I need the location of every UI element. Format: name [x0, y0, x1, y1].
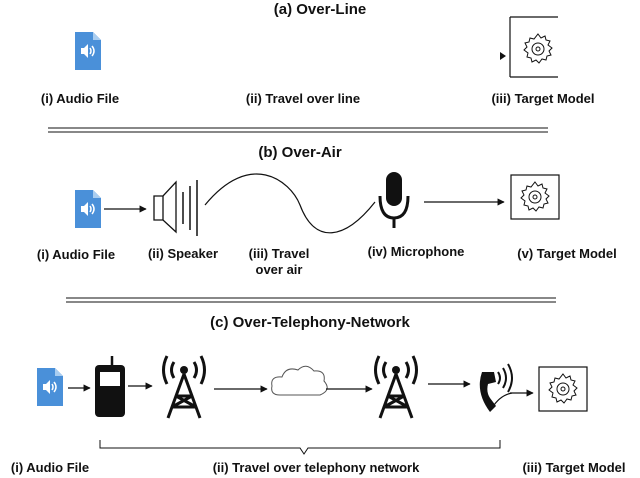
network-brace [99, 440, 501, 455]
label-target-model: (iii) Target Model [491, 91, 594, 106]
label-target-model: (iii) Target Model [522, 460, 625, 475]
panel-a-title: (a) Over-Line [274, 1, 367, 18]
label-over-air: over air [256, 262, 303, 277]
speaker-icon [153, 180, 198, 236]
label-microphone: (iv) Microphone [368, 244, 465, 259]
sound-wave [204, 173, 376, 234]
label-travel: (iii) Travel [249, 246, 310, 261]
label-audio-file: (i) Audio File [41, 91, 119, 106]
label-travel-over-telephony: (ii) Travel over telephony network [213, 460, 420, 475]
gear-icon [509, 16, 558, 78]
antenna-tower-icon [162, 354, 206, 420]
antenna-tower-icon [374, 354, 418, 420]
label-audio-file: (i) Audio File [37, 247, 115, 262]
audio-file-icon [74, 31, 102, 71]
audio-file-icon [36, 367, 64, 407]
panel-b-title: (b) Over-Air [258, 144, 342, 161]
audio-file-icon [74, 189, 102, 229]
microphone-icon [378, 172, 410, 228]
panel-c-title: (c) Over-Telephony-Network [210, 314, 410, 331]
label-audio-file: (i) Audio File [11, 460, 89, 475]
label-target-model: (v) Target Model [517, 246, 616, 261]
gear-icon [538, 366, 588, 412]
label-speaker: (ii) Speaker [148, 246, 218, 261]
mobile-phone-icon [95, 356, 125, 417]
label-travel-over-line: (ii) Travel over line [246, 91, 360, 106]
cloud-icon [271, 365, 328, 396]
arrow-head [500, 52, 506, 60]
gear-icon [510, 174, 560, 220]
telephone-icon [479, 363, 513, 412]
